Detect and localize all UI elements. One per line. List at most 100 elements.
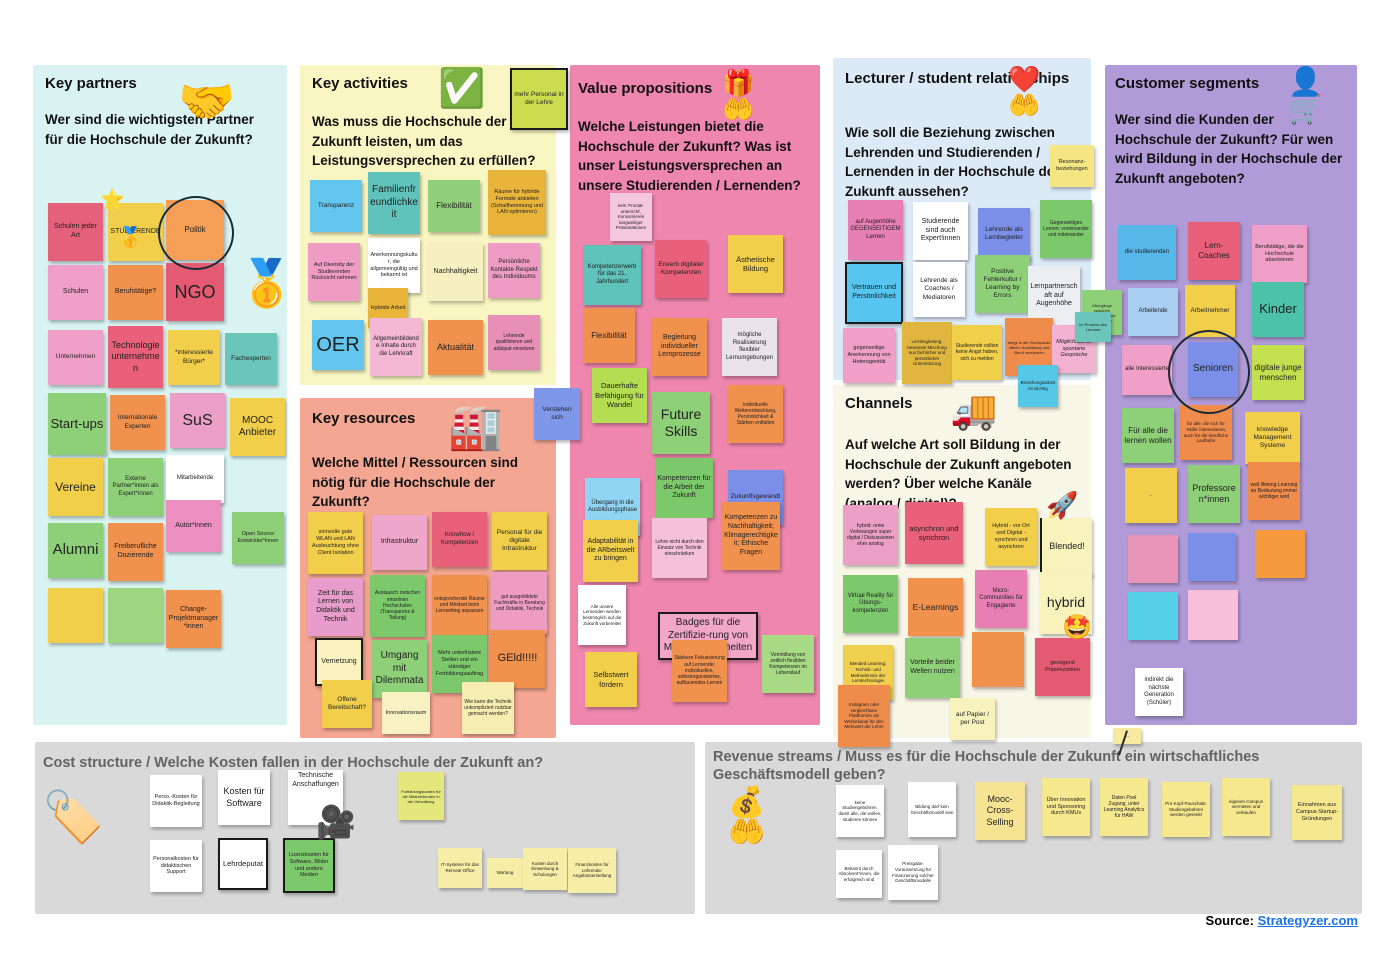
sticky-note[interactable]: Gegenseitiges Lernen: voneinander und mi… bbox=[1040, 200, 1092, 258]
sticky-note[interactable]: Daten Pool Zugang, unter Learning Analyt… bbox=[1100, 778, 1148, 836]
sticky-note[interactable]: für alle, die sich für 'Skills' interess… bbox=[1180, 405, 1232, 460]
sticky-note[interactable]: NGO bbox=[166, 263, 224, 321]
sticky-note[interactable]: Kinder bbox=[1252, 282, 1304, 337]
sticky-note[interactable]: mögliche Realisierung flexibler Lernumge… bbox=[722, 318, 777, 376]
sticky-note[interactable]: Berufstätige, die die Hochschule absolvi… bbox=[1252, 225, 1307, 283]
sticky-note[interactable]: Studierende sind auch Expert!innen bbox=[913, 202, 968, 260]
sticky-note[interactable]: Wartung bbox=[487, 858, 523, 888]
sticky-note[interactable]: Micro-Communities für Engagierte bbox=[975, 570, 1027, 628]
sticky-note[interactable]: Begleitung individueller Lernprozesse bbox=[652, 318, 707, 376]
sticky-note[interactable]: knowledge Management Systeme bbox=[1245, 412, 1300, 464]
sticky-note[interactable]: Schulen jeder Art bbox=[48, 203, 103, 261]
sticky-note[interactable] bbox=[1128, 535, 1178, 583]
sticky-note[interactable]: individuelle Weiterentwicklung, Persönli… bbox=[728, 385, 783, 443]
sticky-note[interactable]: Lehrende als Lernbegleiter bbox=[978, 208, 1030, 260]
sticky-note[interactable] bbox=[1188, 533, 1236, 581]
sticky-note[interactable]: Start-ups bbox=[48, 393, 106, 455]
sticky-note[interactable]: Transparenz bbox=[310, 180, 362, 232]
sticky-note[interactable] bbox=[1255, 530, 1305, 578]
sticky-note[interactable]: auf Augenhöhe GEGENSEITIGEM Lernen bbox=[848, 200, 903, 260]
sticky-note[interactable]: Internationale Experten bbox=[110, 395, 165, 450]
sticky-note[interactable]: Umgang mit Dilemmata bbox=[372, 640, 427, 698]
sticky-note[interactable] bbox=[1188, 590, 1238, 640]
sticky-note[interactable]: Personalkosten für didaktischen Support bbox=[150, 840, 202, 892]
sticky-note[interactable]: Lizenzkosten für Software, Bilder und an… bbox=[283, 838, 335, 893]
sticky-note[interactable]: Räume für hybride Formate anbieten (Scha… bbox=[488, 170, 546, 235]
sticky-note[interactable]: alle Interessierte bbox=[1122, 345, 1172, 395]
sticky-note[interactable]: *interessierte Bürger* bbox=[168, 330, 220, 385]
sticky-note[interactable]: Erwerb digitaler Kompetenzen bbox=[655, 240, 707, 298]
sticky-note[interactable]: Anerkennungskultur, die allgemeingültig … bbox=[368, 238, 420, 293]
sticky-note[interactable]: Freiberufliche Dozierende bbox=[108, 523, 163, 581]
source-link[interactable]: Strategyzer.com bbox=[1257, 913, 1358, 928]
sticky-note[interactable]: Autor*innen bbox=[166, 500, 221, 552]
sticky-note[interactable]: im Prozess des Lernens bbox=[1075, 312, 1111, 342]
sticky-note[interactable]: … bbox=[1113, 728, 1141, 744]
sticky-note[interactable]: keine Studiengebühren, damit alle, die w… bbox=[836, 785, 884, 837]
sticky-note[interactable]: Alle unsere Lernenden werden bestmöglich… bbox=[578, 585, 626, 645]
sticky-note[interactable]: E-Learnings bbox=[908, 578, 963, 636]
sticky-note[interactable]: Verstehen sich bbox=[534, 388, 580, 440]
sticky-note[interactable]: kein 'Frontal-unterricht', Konsumieren l… bbox=[610, 193, 652, 241]
sticky-note[interactable]: Stärkere Fokussierung auf Lernende: indi… bbox=[672, 640, 727, 702]
sticky-note[interactable]: gegenseitige Anerkennung von Heterogenit… bbox=[843, 328, 895, 383]
sticky-note[interactable]: GEld!!!!! bbox=[490, 630, 545, 688]
sticky-note[interactable]: Unternehmen bbox=[48, 330, 103, 385]
sticky-note[interactable]: sinnvolle gute WLAN und LAN Ausleuchtung… bbox=[308, 512, 363, 574]
sticky-note[interactable] bbox=[48, 588, 103, 643]
sticky-note[interactable]: Lehre nicht durch den Einsatz von Techni… bbox=[652, 518, 707, 578]
sticky-note[interactable]: Blended! bbox=[1040, 518, 1092, 576]
sticky-note[interactable]: Berufstätige? bbox=[108, 265, 163, 320]
sticky-note[interactable]: OER bbox=[312, 320, 364, 370]
sticky-note[interactable]: Mooc-Cross-Selling bbox=[975, 782, 1025, 840]
sticky-note[interactable]: genügend Präsenzzeiten bbox=[1035, 638, 1090, 696]
sticky-note[interactable]: auf Papier / per Post bbox=[950, 698, 995, 740]
sticky-note[interactable]: Mitarbeitende bbox=[166, 455, 224, 503]
sticky-note[interactable]: weil lifelong Learning an Bedeutung imme… bbox=[1248, 462, 1300, 520]
sticky-note[interactable]: die studierenden bbox=[1118, 225, 1176, 280]
sticky-note[interactable]: hybrid bbox=[1040, 572, 1092, 634]
sticky-note[interactable]: Familienfreundlichkeit bbox=[368, 172, 420, 234]
sticky-note[interactable]: Alumni bbox=[48, 523, 103, 578]
sticky-note[interactable]: Selbstwert fördern bbox=[585, 652, 637, 707]
sticky-note[interactable]: eigenen Campus vermieten und verkaufen bbox=[1222, 778, 1270, 836]
sticky-note[interactable]: Vermittlung von zeitlich flexiblen Kompe… bbox=[762, 635, 814, 693]
sticky-note[interactable]: Future Skills bbox=[652, 392, 710, 454]
sticky-note[interactable]: Personal für die digitale Infrastruktur bbox=[492, 512, 547, 570]
sticky-note[interactable]: Change-Projektmanager*innen bbox=[166, 590, 221, 648]
sticky-note[interactable]: Perso.-Kosten für Didaktik-Begleitung bbox=[150, 775, 202, 827]
sticky-note[interactable]: Virtual Reality für Übungs-kompetenzen bbox=[843, 575, 898, 633]
sticky-note[interactable]: Aktualität bbox=[428, 320, 483, 375]
sticky-note[interactable]: Kosten durch Einweisung & Schulungen bbox=[523, 848, 567, 890]
sticky-note[interactable]: Kompetenzerwerb für das 21. Jahrhundert bbox=[583, 245, 641, 305]
sticky-note[interactable]: Ästhetische Bildung bbox=[728, 235, 783, 293]
sticky-note[interactable]: Lern-Coaches bbox=[1188, 222, 1240, 280]
sticky-note[interactable]: Professoren*innen bbox=[1188, 465, 1240, 523]
sticky-note[interactable]: gut ausgebildete Fachkräfte in Beratung … bbox=[492, 572, 547, 634]
sticky-note[interactable]: Lehrende als Coaches / Mediatoren bbox=[913, 262, 965, 317]
sticky-note[interactable]: IT-Systeme für das Remote-Office bbox=[438, 848, 482, 888]
sticky-note[interactable]: Pro-Kopf-Pauschale: Studiengebühren werd… bbox=[1162, 782, 1210, 837]
sticky-note[interactable]: Nachhaltigkeit bbox=[428, 243, 483, 301]
sticky-note[interactable]: Hybrid - vor Ort und Digital - synchron … bbox=[985, 508, 1037, 566]
sticky-note[interactable]: entsprechende Räume und Mindset beim Ler… bbox=[432, 575, 487, 635]
sticky-note[interactable]: Fortbildungskosten für die Mitarbeitende… bbox=[398, 772, 444, 820]
sticky-note[interactable]: Über Innovation und Sponsoring durch KMU… bbox=[1042, 778, 1090, 836]
sticky-note[interactable]: Kompetenzen zu Nachhaltigkeit; Klimagere… bbox=[722, 502, 780, 570]
sticky-note[interactable]: Lehrende qualifizieren und adäquat einse… bbox=[488, 315, 540, 370]
sticky-note[interactable]: Kompetenzen für die Arbeit der Zukunft bbox=[655, 458, 713, 518]
sticky-note[interactable]: digitale junge menschen bbox=[1252, 345, 1304, 400]
sticky-note[interactable]: Resonanz-beziehungen bbox=[1050, 145, 1094, 187]
sticky-note[interactable]: SuS bbox=[170, 393, 225, 448]
sticky-note[interactable]: Für alle die lernen wollen bbox=[1122, 408, 1174, 463]
sticky-note[interactable]: Externe Partner*innen als Expert*innen bbox=[108, 458, 163, 516]
sticky-note[interactable]: indirekt die nächste Generation (Schüler… bbox=[1135, 668, 1183, 716]
sticky-note[interactable]: Flexibilität bbox=[583, 308, 635, 363]
sticky-note[interactable]: Open Source Entwickler*innen bbox=[232, 512, 284, 564]
sticky-note[interactable]: Wie kann die Technik unkompliziert nutzb… bbox=[462, 682, 514, 734]
sticky-note[interactable]: Flexibilität bbox=[428, 180, 480, 232]
sticky-note[interactable]: STUDIERENDE bbox=[108, 203, 163, 261]
sticky-note[interactable]: Schulen bbox=[48, 265, 103, 320]
sticky-note[interactable]: MOOC Anbieter bbox=[230, 398, 285, 456]
sticky-note[interactable]: Zeit für das Lernen von Didaktik und Tec… bbox=[308, 578, 363, 636]
